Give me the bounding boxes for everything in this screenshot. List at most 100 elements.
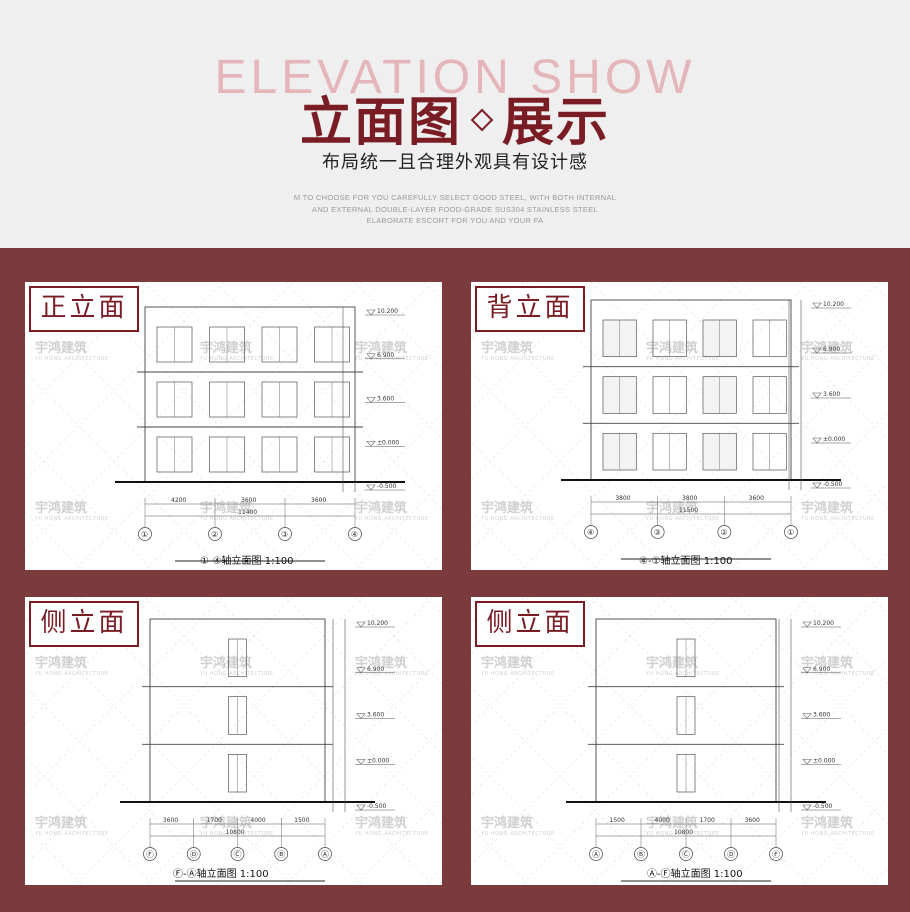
- watermark-text: 宇鸿建筑: [200, 341, 253, 356]
- grid-line: [870, 552, 888, 570]
- dimension-label: 1700: [700, 817, 715, 824]
- watermark-sub: YU HONG ARCHITECTURE: [200, 356, 274, 362]
- grid-line: [284, 597, 442, 755]
- grid-line: [471, 282, 740, 551]
- grid-line: [284, 412, 442, 570]
- axis-label: ①: [787, 528, 794, 537]
- desc-line-1: M TO CHOOSE FOR YOU CAREFULLY SELECT GOO…: [293, 193, 617, 202]
- drawing-caption: ④-①轴立面图 1:100: [639, 556, 733, 567]
- level-marker: [802, 758, 812, 765]
- level-label: 10.200: [823, 301, 844, 308]
- level-marker: [802, 713, 812, 719]
- level-marker: [366, 397, 376, 403]
- panel-tag: 正立面: [29, 286, 139, 332]
- level-marker: [812, 347, 822, 354]
- level-label: ±0.000: [377, 439, 399, 446]
- level-label: 6.900: [823, 346, 840, 353]
- watermark-text: 宇鸿建筑: [801, 656, 854, 671]
- window: [752, 376, 787, 414]
- grid-line: [144, 282, 434, 570]
- watermark-sub: YU HONG ARCHITECTURE: [355, 831, 429, 837]
- level-marker: [356, 713, 366, 719]
- drawing-caption: Ⓕ-Ⓐ轴立面图 1:100: [173, 869, 269, 880]
- grid-line: [730, 597, 888, 755]
- level-marker: [366, 353, 376, 360]
- watermark-text: 宇鸿建筑: [200, 501, 253, 516]
- grid-line: [590, 282, 880, 570]
- grid-line: [424, 867, 442, 885]
- grid-line: [144, 282, 434, 570]
- header-section: ELEVATION SHOW 立面图展示 布局统一且合理外观具有设计感 M TO…: [0, 0, 910, 248]
- watermark-text: 宇鸿建筑: [646, 501, 699, 516]
- dimension-label: 4200: [171, 497, 186, 504]
- watermark-sub: YU HONG ARCHITECTURE: [801, 831, 875, 837]
- axis-bubble: [186, 847, 201, 861]
- watermark-sub: YU HONG ARCHITECTURE: [801, 516, 875, 522]
- grid-line: [870, 597, 888, 615]
- dimension-label: 4000: [250, 817, 265, 824]
- title-right: 展示: [502, 93, 611, 153]
- axis-bubble: [274, 847, 289, 861]
- axis-label: ①: [141, 530, 148, 539]
- watermark-sub: YU HONG ARCHITECTURE: [35, 516, 109, 522]
- watermark-text: 宇鸿建筑: [481, 656, 534, 671]
- grid-line: [730, 282, 888, 440]
- grid-line: [800, 597, 888, 685]
- level-label: 3.600: [367, 712, 384, 719]
- watermark-sub: YU HONG ARCHITECTURE: [35, 671, 109, 677]
- axis-bubble: [584, 525, 598, 539]
- panel-tag: 背立面: [475, 286, 585, 332]
- grid-line: [424, 597, 442, 615]
- axis-bubble: [138, 527, 152, 541]
- axis-bubble: [650, 525, 665, 539]
- level-label: -0.500: [813, 803, 833, 810]
- watermark-sub: YU HONG ARCHITECTURE: [481, 356, 555, 362]
- level-marker: [812, 482, 822, 489]
- grid-line: [25, 282, 224, 481]
- panel-tag: 侧立面: [29, 601, 139, 647]
- axis-label: Ⓕ: [772, 850, 780, 859]
- level-label: -0.500: [367, 803, 387, 810]
- axis-bubble: [318, 847, 332, 861]
- grid-line: [354, 282, 442, 370]
- dimension-label: 1500: [610, 817, 625, 824]
- desc-line-2: AND EXTERNAL DOUBLE-LAYER FOOD-GRADE SUS…: [312, 204, 598, 214]
- grid-line: [144, 597, 434, 885]
- grid-line: [471, 597, 740, 866]
- watermark-text: 宇鸿建筑: [481, 501, 534, 516]
- diamond-icon: [470, 108, 494, 132]
- axis-label: Ⓐ: [592, 850, 600, 859]
- level-label: 3.600: [823, 391, 840, 398]
- watermark-sub: YU HONG ARCHITECTURE: [481, 671, 555, 677]
- axis-bubble: [208, 527, 222, 541]
- level-marker: [366, 440, 376, 447]
- watermark-sub: YU HONG ARCHITECTURE: [200, 831, 274, 837]
- grid-line: [284, 727, 442, 885]
- level-label: 6.900: [813, 666, 830, 673]
- axis-label: ④: [351, 530, 358, 539]
- grid-line: [520, 597, 810, 885]
- grid-line: [354, 597, 442, 685]
- watermark-sub: YU HONG ARCHITECTURE: [801, 671, 875, 677]
- level-marker: [356, 667, 366, 674]
- watermark-text: 宇鸿建筑: [355, 816, 408, 831]
- desc-line-3: ELABORATE ESCORT FOR YOU AND YOUR FA: [366, 216, 544, 225]
